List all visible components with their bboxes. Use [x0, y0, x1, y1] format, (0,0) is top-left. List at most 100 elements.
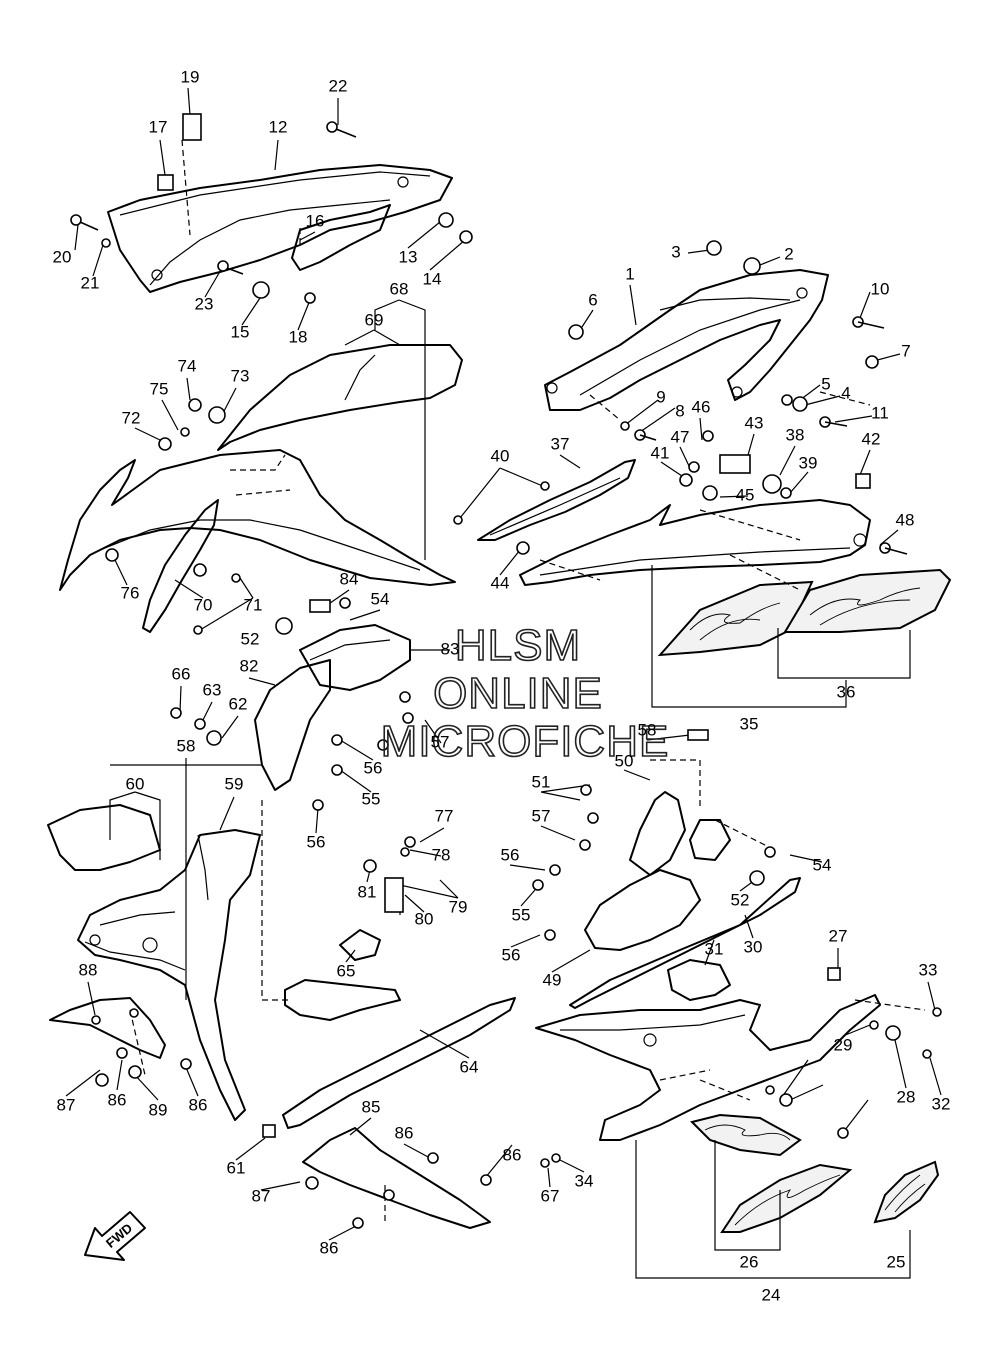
decal-25 — [873, 1160, 940, 1224]
part-number-label: 29 — [834, 1035, 853, 1054]
part-number-label: 25 — [887, 1252, 906, 1271]
part-number-label: 67 — [541, 1186, 560, 1205]
part-number-label: 78 — [432, 845, 451, 864]
part-number-label: 85 — [362, 1097, 381, 1116]
part-number-label: 41 — [651, 443, 670, 462]
part-number-label: 87 — [252, 1186, 271, 1205]
part-number-label: 31 — [705, 939, 724, 958]
part-number-label: 55 — [512, 905, 531, 924]
part-number-label: 39 — [799, 453, 818, 472]
part-number-label: 86 — [395, 1123, 414, 1142]
part-number-label: 64 — [460, 1057, 479, 1076]
part-number-label: 55 — [362, 789, 381, 808]
watermark-line-3: MICROFICHE — [381, 717, 670, 766]
part-number-label: 21 — [81, 273, 100, 292]
part-number-label: 84 — [340, 569, 359, 588]
part-number-label: 86 — [189, 1095, 208, 1114]
lower-strip-64 — [282, 997, 516, 1129]
part-number-label: 30 — [744, 937, 763, 956]
part-number-label: 38 — [786, 425, 805, 444]
part-number-label: 58 — [638, 720, 657, 739]
fwd-label: FWD — [103, 1220, 135, 1251]
air-duct-82 — [254, 624, 411, 791]
part-number-label: 48 — [896, 510, 915, 529]
part-number-label: 52 — [241, 629, 260, 648]
part-number-label: 75 — [150, 379, 169, 398]
part-number-label: 12 — [269, 117, 288, 136]
side-cover-1 — [544, 269, 829, 411]
watermark-line-1: HLSM — [455, 621, 581, 670]
part-number-label: 72 — [122, 408, 141, 427]
part-number-label: 88 — [79, 960, 98, 979]
lower-cowl-58 — [47, 804, 261, 1121]
under-panel-85 — [302, 1127, 491, 1229]
part-number-label: 57 — [532, 806, 551, 825]
part-number-label: 36 — [837, 682, 856, 701]
part-number-label: 56 — [307, 832, 326, 851]
forward-arrow-icon: FWD — [84, 1211, 146, 1261]
part-number-labels: 1234567891011121314151617181920212223242… — [53, 67, 951, 1304]
part-number-label: 16 — [306, 211, 325, 230]
part-number-label: 4 — [841, 383, 850, 402]
part-number-label: 37 — [551, 434, 570, 453]
part-number-label: 79 — [449, 897, 468, 916]
part-number-label: 70 — [194, 595, 213, 614]
decal-36 — [657, 568, 952, 657]
part-number-label: 40 — [491, 446, 510, 465]
decal-26 — [690, 1113, 853, 1233]
side-panel-68 — [59, 344, 463, 591]
part-number-label: 19 — [181, 67, 200, 86]
part-number-label: 28 — [897, 1087, 916, 1106]
leader-lines — [65, 87, 942, 1279]
bracket-65 — [284, 929, 401, 1021]
part-number-label: 87 — [57, 1095, 76, 1114]
part-number-label: 56 — [364, 758, 383, 777]
part-number-label: 13 — [399, 247, 418, 266]
part-number-label: 52 — [731, 890, 750, 909]
part-number-label: 7 — [901, 341, 910, 360]
part-number-label: 86 — [503, 1145, 522, 1164]
part-number-label: 14 — [423, 269, 442, 288]
part-number-label: 66 — [172, 664, 191, 683]
part-number-label: 56 — [502, 945, 521, 964]
part-number-label: 44 — [491, 573, 510, 592]
part-number-label: 82 — [240, 656, 259, 675]
part-number-label: 73 — [231, 366, 250, 385]
part-number-label: 45 — [736, 485, 755, 504]
part-number-label: 17 — [149, 117, 168, 136]
part-number-label: 80 — [415, 909, 434, 928]
part-number-label: 49 — [543, 970, 562, 989]
under-panel-88 — [49, 997, 166, 1059]
part-number-label: 62 — [229, 694, 248, 713]
part-number-label: 8 — [675, 401, 684, 420]
side-strip-70 — [142, 499, 219, 633]
part-number-label: 81 — [358, 882, 377, 901]
part-number-label: 63 — [203, 680, 222, 699]
part-number-label: 18 — [289, 327, 308, 346]
part-number-label: 47 — [671, 427, 690, 446]
part-number-label: 86 — [108, 1090, 127, 1109]
part-number-label: 22 — [329, 76, 348, 95]
part-number-label: 60 — [126, 774, 145, 793]
part-number-label: 69 — [365, 310, 384, 329]
part-number-label: 76 — [121, 583, 140, 602]
lower-strip-30 — [569, 877, 801, 1009]
part-number-label: 57 — [431, 732, 450, 751]
part-number-label: 35 — [740, 714, 759, 733]
air-duct-50 — [584, 791, 731, 951]
side-panel-37 — [477, 459, 636, 541]
part-number-label: 11 — [871, 403, 889, 422]
part-number-label: 74 — [178, 356, 197, 375]
part-number-label: 86 — [320, 1238, 339, 1257]
side-cover-12 — [107, 164, 453, 293]
part-number-label: 10 — [871, 279, 890, 298]
part-number-label: 2 — [784, 244, 793, 263]
part-number-label: 1 — [625, 264, 634, 283]
part-number-label: 6 — [588, 290, 597, 309]
part-number-label: 56 — [501, 845, 520, 864]
part-number-label: 89 — [149, 1100, 168, 1119]
part-number-label: 65 — [337, 961, 356, 980]
part-number-label: 54 — [371, 589, 390, 608]
part-number-label: 71 — [244, 595, 263, 614]
